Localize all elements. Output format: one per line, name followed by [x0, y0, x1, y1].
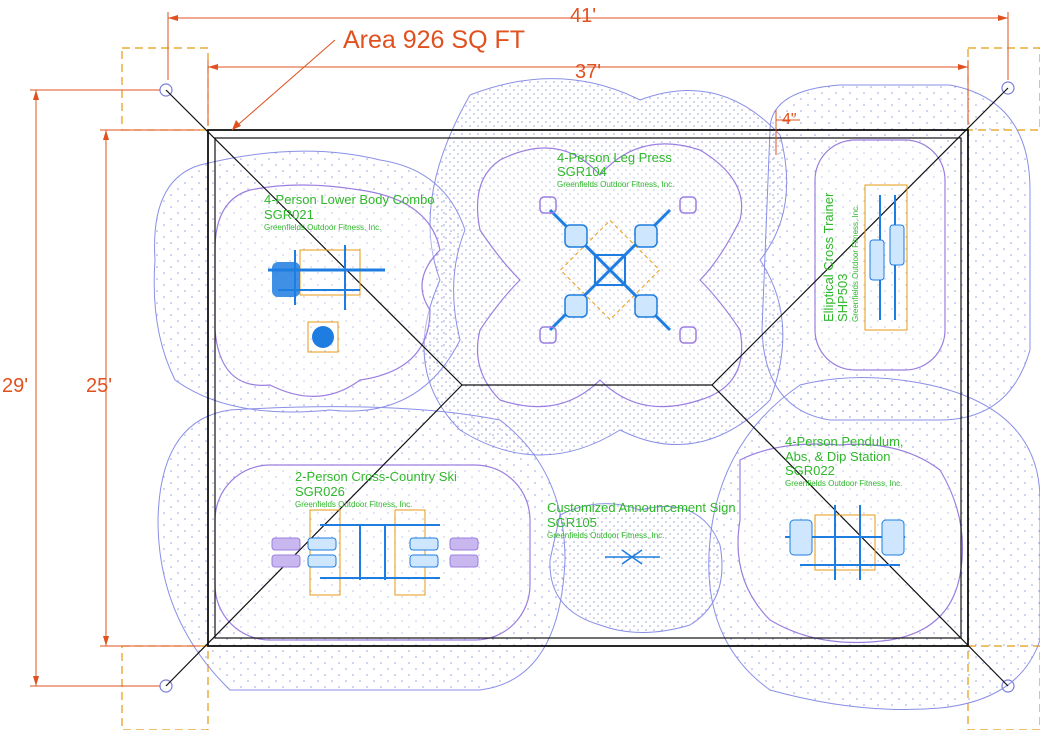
zone-pendulum — [708, 377, 1040, 711]
slope-lines — [165, 87, 1009, 687]
area-label: Area 926 SQ FT — [343, 26, 525, 54]
sign-code: SGR105 — [547, 515, 597, 530]
equipment-sign — [605, 549, 660, 565]
dimension-labels: Area 926 SQ FT 41' 37' 4" 29' 25' — [2, 5, 797, 397]
zone-lower-body — [153, 150, 466, 413]
elliptical-name: Elliptical Cross Trainer — [821, 192, 836, 322]
ski-code: SGR026 — [295, 484, 345, 499]
sign-name: Customized Announcement Sign — [547, 500, 736, 515]
station-labels: 4-Person Lower Body Combo SGR021 Greenfi… — [264, 150, 904, 540]
equipment-lower-body — [268, 245, 385, 353]
border-outline — [207, 129, 969, 647]
ski-mfr: Greenfields Outdoor Fitness, Inc. — [295, 500, 412, 509]
dimension-arrows — [33, 15, 1008, 686]
pendulum-mfr: Greenfields Outdoor Fitness, Inc. — [785, 479, 902, 488]
inner-height-label: 25' — [86, 375, 112, 397]
overall-width-label: 41' — [570, 5, 596, 27]
leg-press-name: 4-Person Leg Press — [557, 150, 672, 165]
lower-body-code: SGR021 — [264, 207, 314, 222]
leg-press-mfr: Greenfields Outdoor Fitness, Inc. — [557, 180, 674, 189]
leg-press-code: SGR104 — [557, 164, 607, 179]
pendulum-code: SGR022 — [785, 463, 835, 478]
dimension-lines — [30, 12, 1009, 687]
elliptical-mfr: Greenfields Outdoor Fitness, Inc. — [851, 205, 860, 322]
equipment-pendulum — [785, 505, 905, 580]
elliptical-code: SHP503 — [835, 274, 850, 322]
pendulum-name-line2: Abs, & Dip Station — [785, 449, 891, 464]
ski-name: 2-Person Cross-Country Ski — [295, 469, 457, 484]
border-offset-label: 4" — [782, 111, 797, 128]
lower-body-mfr: Greenfields Outdoor Fitness, Inc. — [264, 223, 381, 232]
inner-width-label: 37' — [575, 61, 601, 83]
overall-height-label: 29' — [2, 375, 28, 397]
pendulum-name-line1: 4-Person Pendulum, — [785, 434, 904, 449]
equipment-ski — [271, 509, 479, 596]
lower-body-name: 4-Person Lower Body Combo — [264, 192, 435, 207]
sign-mfr: Greenfields Outdoor Fitness, Inc. — [547, 531, 664, 540]
equipment-elliptical — [864, 184, 908, 331]
equipment-leg-press — [539, 196, 697, 344]
zone-ski — [157, 406, 566, 691]
